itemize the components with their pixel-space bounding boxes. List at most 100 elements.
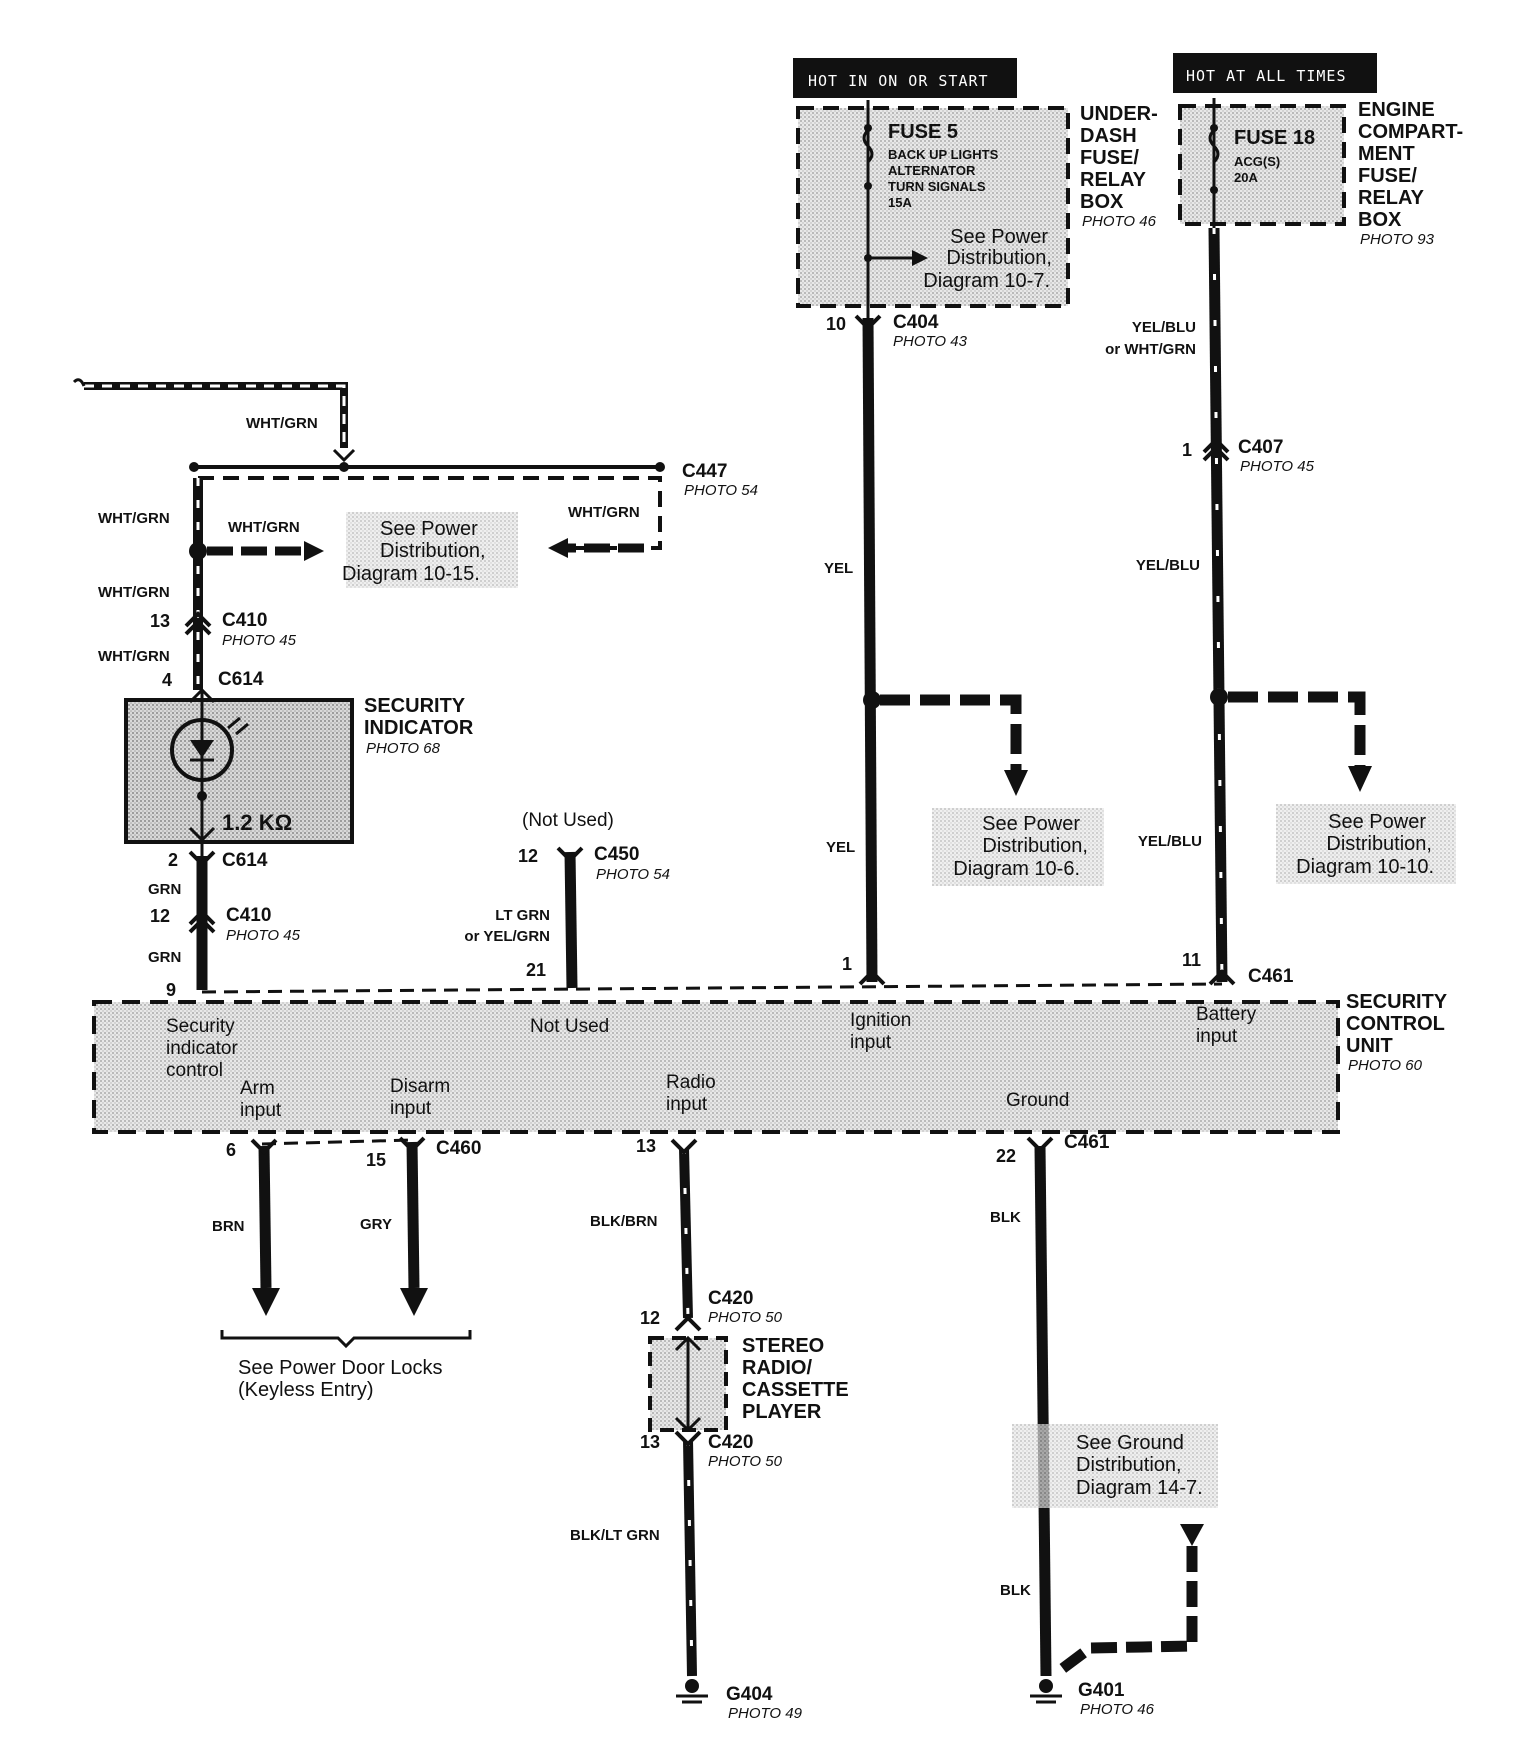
security-control-unit-title: SECURITY CONTROL UNIT PHOTO 60 xyxy=(1346,991,1448,1074)
fuse-18-icon xyxy=(1208,128,1220,164)
c614-bottom-label: C614 xyxy=(222,850,268,871)
svg-text:2: 2 xyxy=(168,850,178,870)
svg-text:CONTROL: CONTROL xyxy=(1346,1013,1445,1035)
svg-text:RELAY: RELAY xyxy=(1080,169,1147,191)
svg-text:HOT AT ALL TIMES: HOT AT ALL TIMES xyxy=(1186,67,1347,85)
svg-text:12: 12 xyxy=(150,906,170,926)
see-pd-10-15: See Power Distribution, Diagram 10-15. xyxy=(342,512,518,588)
svg-text:15A: 15A xyxy=(888,195,912,210)
svg-text:YEL/BLU: YEL/BLU xyxy=(1136,557,1200,574)
svg-text:10: 10 xyxy=(826,314,846,334)
svg-text:PHOTO 45: PHOTO 45 xyxy=(1240,458,1315,475)
svg-text:ALTERNATOR: ALTERNATOR xyxy=(888,163,976,178)
svg-text:PHOTO 46: PHOTO 46 xyxy=(1082,213,1157,230)
svg-text:PHOTO 45: PHOTO 45 xyxy=(226,927,301,944)
svg-text:11: 11 xyxy=(1182,950,1201,970)
svg-text:6: 6 xyxy=(226,1140,236,1160)
svg-text:COMPART-: COMPART- xyxy=(1358,121,1463,143)
svg-text:(Not Used): (Not Used) xyxy=(522,810,614,831)
svg-text:21: 21 xyxy=(526,960,546,980)
svg-text:HOT IN ON OR START: HOT IN ON OR START xyxy=(808,72,989,90)
svg-text:BLK: BLK xyxy=(990,1209,1021,1226)
svg-text:See Power: See Power xyxy=(950,226,1048,248)
svg-text:See Power: See Power xyxy=(380,518,478,540)
svg-text:Diagram 10-15.: Diagram 10-15. xyxy=(342,563,480,585)
svg-text:Ignition: Ignition xyxy=(850,1010,911,1031)
svg-text:1: 1 xyxy=(842,954,852,974)
svg-text:Radio: Radio xyxy=(666,1072,716,1093)
svg-text:Security: Security xyxy=(166,1016,235,1037)
svg-text:INDICATOR: INDICATOR xyxy=(364,717,474,739)
svg-text:input: input xyxy=(666,1094,708,1115)
svg-text:Distribution,: Distribution, xyxy=(946,247,1052,269)
wire-brn-gry: 6 BRN 15 C460 GRY xyxy=(212,1136,481,1349)
fuse-5-label: FUSE 5 xyxy=(888,121,958,143)
svg-text:GRN: GRN xyxy=(148,949,181,966)
svg-text:1: 1 xyxy=(1182,440,1192,460)
svg-text:UNDER-: UNDER- xyxy=(1080,103,1158,125)
svg-text:Not Used: Not Used xyxy=(530,1016,609,1037)
c447-label: C447 xyxy=(682,461,727,482)
security-indicator-title: SECURITY INDICATOR PHOTO 68 xyxy=(364,695,474,757)
svg-text:FUSE/: FUSE/ xyxy=(1358,165,1417,187)
see-pd-10-6: See Power Distribution, Diagram 10-6. xyxy=(932,808,1104,886)
svg-text:22: 22 xyxy=(996,1146,1016,1166)
svg-text:13: 13 xyxy=(640,1432,660,1452)
ground-icon xyxy=(1039,1679,1053,1693)
svg-text:WHT/GRN: WHT/GRN xyxy=(246,415,318,432)
svg-text:BRN: BRN xyxy=(212,1218,245,1235)
svg-text:SECURITY: SECURITY xyxy=(364,695,466,717)
svg-text:YEL/BLU: YEL/BLU xyxy=(1138,833,1202,850)
c461-bottom-label: C461 xyxy=(1064,1132,1110,1153)
wire-wht-grn-circuit: WHT/GRN C447 PHOTO 54 WHT/GRN WHT/GRN WH… xyxy=(72,378,758,690)
led-icon xyxy=(170,718,234,782)
see-power-door-locks: See Power Door Locks (Keyless Entry) xyxy=(238,1357,443,1401)
svg-text:WHT/GRN: WHT/GRN xyxy=(98,510,170,527)
svg-text:UNIT: UNIT xyxy=(1346,1035,1393,1057)
svg-text:PHOTO 49: PHOTO 49 xyxy=(728,1705,803,1722)
c461-top-label: C461 xyxy=(1248,966,1294,987)
svg-text:GRY: GRY xyxy=(360,1216,392,1233)
c460-label: C460 xyxy=(436,1138,481,1159)
svg-text:9: 9 xyxy=(166,980,176,1000)
svg-text:YEL: YEL xyxy=(826,839,855,856)
c450-not-used: (Not Used) 12 C450 PHOTO 54 LT GRN or YE… xyxy=(464,810,670,989)
g404-label: G404 xyxy=(726,1684,773,1705)
svg-text:STEREO: STEREO xyxy=(742,1335,824,1357)
svg-text:Diagram 10-6.: Diagram 10-6. xyxy=(953,858,1080,880)
stereo-radio-cassette: STEREO RADIO/ CASSETTE PLAYER xyxy=(648,1335,849,1433)
c450-label: C450 xyxy=(594,844,639,865)
c410-top-label: C410 xyxy=(222,610,267,631)
underdash-box-title: UNDER- DASH FUSE/ RELAY BOX PHOTO 46 xyxy=(1080,103,1158,230)
svg-text:13: 13 xyxy=(636,1136,656,1156)
wire-blk-brn: 13 BLK/BRN 12 C420 PHOTO 50 xyxy=(590,1136,783,1332)
ground-icon xyxy=(685,1679,699,1693)
svg-text:Diagram 10-7.: Diagram 10-7. xyxy=(923,270,1050,292)
svg-text:PHOTO 54: PHOTO 54 xyxy=(596,866,670,883)
hot-label-battery: HOT AT ALL TIMES xyxy=(1173,53,1377,93)
see-ground-14-7: See Ground Distribution, Diagram 14-7. xyxy=(1012,1424,1218,1508)
svg-text:Distribution,: Distribution, xyxy=(982,835,1088,857)
svg-text:See Power: See Power xyxy=(1328,811,1426,833)
svg-text:1.2 KΩ: 1.2 KΩ xyxy=(222,810,292,835)
fuse-18-label: FUSE 18 xyxy=(1234,127,1315,149)
svg-text:20A: 20A xyxy=(1234,170,1258,185)
engine-fuse-box: FUSE 18 ACG(S) 20A xyxy=(1178,98,1346,228)
svg-text:PHOTO 54: PHOTO 54 xyxy=(684,482,758,499)
see-pd-10-10: See Power Distribution, Diagram 10-10. xyxy=(1276,804,1456,884)
svg-text:ENGINE: ENGINE xyxy=(1358,99,1435,121)
svg-text:Arm: Arm xyxy=(240,1078,275,1099)
ground-g401: G401 PHOTO 46 xyxy=(1030,1679,1155,1718)
svg-text:WHT/GRN: WHT/GRN xyxy=(568,504,640,521)
wire-yel-ignition: 10 C404 PHOTO 43 YEL YEL 1 xyxy=(824,312,1028,986)
svg-text:YEL/BLU: YEL/BLU xyxy=(1132,319,1196,336)
security-control-unit: Security indicator control Not Used Igni… xyxy=(92,982,1340,1134)
svg-text:or YEL/GRN: or YEL/GRN xyxy=(464,928,550,945)
svg-text:control: control xyxy=(166,1060,223,1081)
svg-text:indicator: indicator xyxy=(166,1038,238,1059)
svg-text:input: input xyxy=(850,1032,892,1053)
svg-text:Diagram 10-10.: Diagram 10-10. xyxy=(1296,856,1434,878)
svg-text:12: 12 xyxy=(518,846,538,866)
c404-label: C404 xyxy=(893,312,939,333)
svg-text:(Keyless Entry): (Keyless Entry) xyxy=(238,1379,374,1401)
